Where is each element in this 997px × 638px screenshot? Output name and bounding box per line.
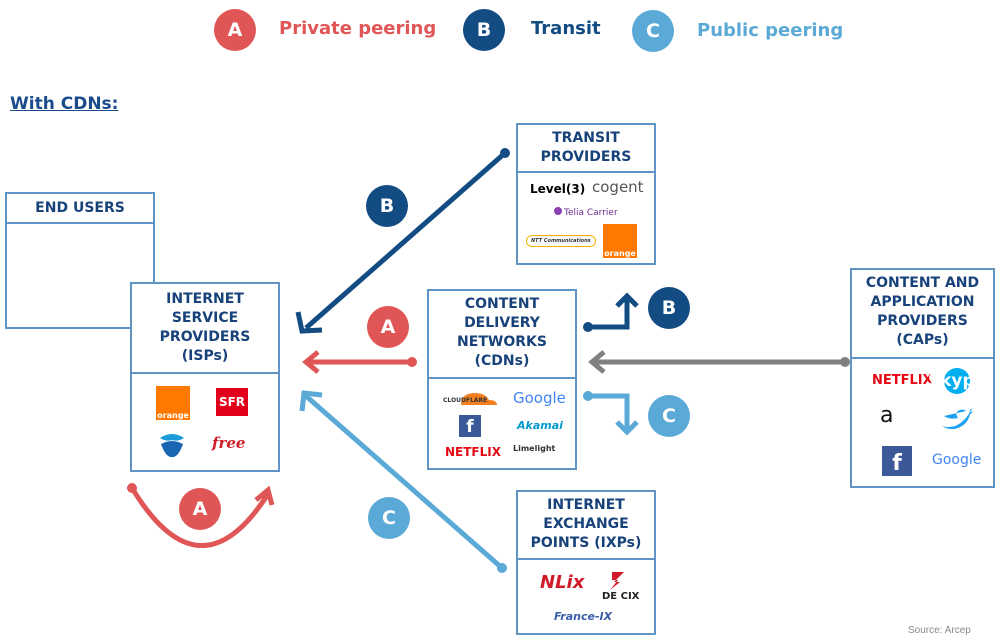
twitter-logo	[940, 406, 974, 432]
ntt-logo: NTT Communications	[526, 235, 596, 247]
decix-logo	[606, 570, 632, 590]
facebook-logo: f	[459, 415, 481, 437]
google-logo: Google	[513, 389, 566, 407]
cdn-box: CONTENT DELIVERY NETWORKS (CDNs) CLOUDFL…	[427, 289, 577, 470]
twitter-bird-icon	[942, 408, 973, 430]
bouygues-logo	[158, 432, 186, 458]
private-peering-badge: A	[367, 306, 409, 348]
isp-private-loop-arrow	[127, 483, 275, 548]
cogent-logo: cogent	[592, 178, 644, 196]
public-peering-badge: C	[368, 497, 410, 539]
isp-loop-badge: A	[179, 488, 221, 530]
transit-title: TRANSIT PROVIDERS	[540, 130, 632, 165]
decix-icon	[610, 572, 624, 590]
legend-badge-a: A	[214, 9, 256, 51]
level3-logo: Level(3)	[530, 182, 586, 196]
cap-facebook-logo: f	[882, 446, 912, 476]
transit-box: TRANSIT PROVIDERS Level(3) cogent Telia …	[516, 123, 656, 265]
ixp-box: INTERNET EXCHANGE POINTS (IXPs) NLix DE …	[516, 490, 656, 635]
bouygues-icon	[160, 434, 184, 458]
isp-title: INTERNET SERVICE PROVIDERS (ISPs)	[159, 291, 251, 364]
end-users-title: END USERS	[35, 200, 125, 216]
cap-netflix-logo: NETFLIX	[872, 373, 933, 388]
telia-label: Telia Carrier	[564, 208, 618, 218]
netflix-logo: NETFLIX	[445, 445, 501, 459]
public-peering-arrow	[299, 390, 507, 573]
legend-label-transit: Transit	[531, 18, 601, 39]
sfr-logo: SFR	[216, 388, 248, 416]
legend-badge-b: B	[463, 9, 505, 51]
cdn-title: CONTENT DELIVERY NETWORKS (CDNs)	[457, 296, 547, 369]
orange-logo: orange	[156, 386, 190, 420]
nlix-logo: NLix	[540, 572, 585, 593]
cap-google-logo: Google	[932, 452, 982, 468]
decix-label: DE CIX	[602, 591, 640, 602]
isp-box: INTERNET SERVICE PROVIDERS (ISPs) orange…	[130, 282, 280, 472]
skype-logo: Skype	[928, 368, 986, 394]
limelight-logo: Limelight	[513, 444, 556, 453]
franceix-logo: France-IX	[554, 610, 613, 623]
private-peering-arrow	[302, 350, 417, 374]
ixp-title: INTERNET EXCHANGE POINTS (IXPs)	[530, 497, 642, 551]
cdn-public-elbow-arrow	[583, 391, 639, 436]
cdn-transit-badge: B	[648, 287, 690, 329]
cap-to-cdn-arrow	[588, 350, 850, 374]
telia-icon	[554, 207, 562, 215]
akamai-logo: Akamai	[517, 419, 563, 432]
cap-box: CONTENT AND APPLICATION PROVIDERS (CAPs)…	[850, 268, 995, 488]
free-logo: free	[212, 434, 246, 452]
telia-logo: Telia Carrier	[554, 207, 618, 218]
cloudflare-label: CLOUDFLARE	[443, 397, 488, 404]
source-note: Source: Arcep	[908, 625, 971, 636]
legend-label-public-peering: Public peering	[697, 20, 844, 41]
cdn-public-badge: C	[648, 395, 690, 437]
amazon-logo: a	[880, 403, 894, 428]
section-title: With CDNs:	[10, 94, 119, 114]
transit-badge: B	[366, 185, 408, 227]
cap-title: CONTENT AND APPLICATION PROVIDERS (CAPs)	[865, 275, 980, 348]
cdn-transit-elbow-arrow	[583, 292, 639, 332]
legend-label-private-peering: Private peering	[279, 18, 437, 39]
legend-badge-c: C	[632, 10, 674, 52]
transit-orange-logo: orange	[603, 224, 637, 258]
cloudflare-cloud-icon	[461, 393, 497, 405]
transit-arrow	[295, 148, 510, 334]
